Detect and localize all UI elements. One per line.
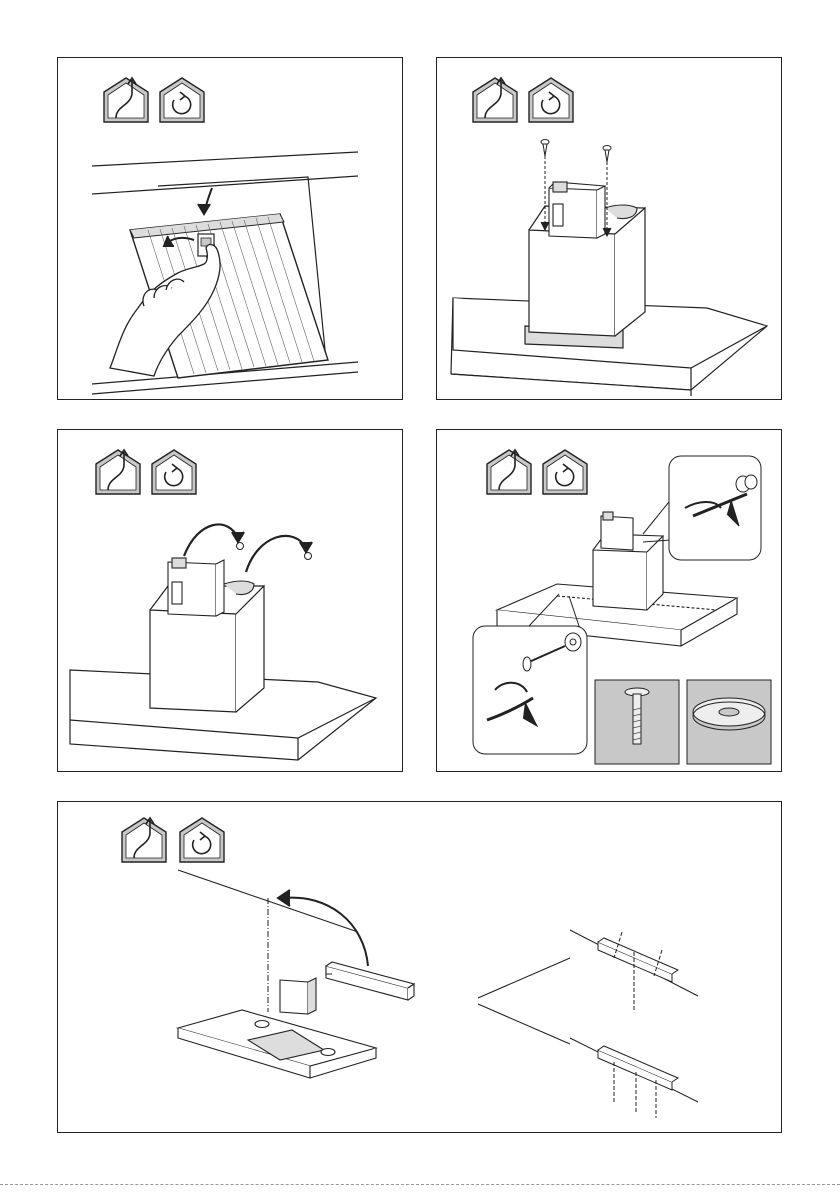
detail-lines: [478, 958, 570, 1044]
step-4-illustration: [437, 430, 782, 772]
mode-icons: [487, 450, 587, 494]
recirculation-icon: [160, 78, 204, 122]
ducted-extraction-icon: [104, 78, 148, 122]
screws: [237, 543, 312, 560]
washer-part-icon: [687, 680, 771, 764]
ducted-extraction-icon: [487, 450, 531, 494]
recirculation-icon: [543, 450, 587, 494]
ducted-extraction-icon: [122, 818, 166, 862]
ducted-extraction-icon: [473, 78, 517, 122]
recirculation-icon: [152, 450, 196, 494]
motor-plate: [168, 558, 254, 616]
mode-icons: [104, 78, 204, 122]
recirculation-icon: [529, 78, 573, 122]
step-1-illustration: [58, 58, 403, 400]
step-5-panel: [57, 801, 782, 1133]
mount-arrow: [278, 890, 368, 966]
step-2-illustration: [437, 58, 782, 400]
mode-icons: [96, 450, 196, 494]
support-bracket: [326, 962, 414, 1000]
step-3-illustration: [58, 430, 403, 772]
step-3-panel: [57, 429, 403, 772]
chimney-box: [593, 512, 663, 610]
bolt-part-icon: [595, 680, 679, 764]
bracket-detail-top: [570, 930, 698, 1012]
step-4-panel: [436, 429, 782, 772]
cooker-hood: [178, 978, 376, 1078]
step-2-panel: [436, 57, 782, 400]
mode-icons: [122, 818, 224, 862]
page-bottom-dashed-line: [0, 1184, 840, 1185]
parts-swatches: [595, 680, 771, 764]
step-5-illustration: [58, 802, 782, 1133]
bracket-detail-bottom: [570, 1038, 698, 1118]
ducted-extraction-icon: [96, 450, 140, 494]
step-1-panel: [57, 57, 403, 400]
mode-icons: [473, 78, 573, 122]
recirculation-icon: [180, 818, 224, 862]
